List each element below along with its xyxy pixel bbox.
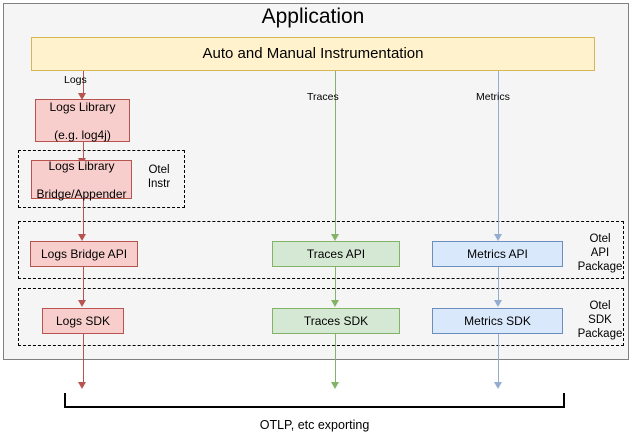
group-otel-sdk-label-line3: Package — [577, 328, 623, 340]
logs-library-line1: Logs Library — [49, 99, 116, 114]
group-otel-api-label-line2: API — [590, 247, 610, 259]
logs-bridge-api-box[interactable]: Logs Bridge API — [30, 241, 138, 267]
traces-api-box[interactable]: Traces API — [272, 241, 400, 267]
arrowhead-logs-export — [78, 382, 86, 389]
connector-logs-api-to-sdk — [82, 267, 84, 304]
group-otel-sdk-package-label: Otel SDK Package — [570, 299, 630, 341]
connector-traces-sdk-to-export — [335, 334, 337, 386]
metrics-sdk-label: Metrics SDK — [464, 314, 531, 328]
logs-sdk-box[interactable]: Logs SDK — [42, 308, 124, 334]
metrics-sdk-box[interactable]: Metrics SDK — [432, 308, 563, 334]
traces-sdk-box[interactable]: Traces SDK — [272, 308, 400, 334]
group-otel-api-package — [18, 221, 624, 279]
bracket-right-tick — [563, 393, 565, 408]
connector-instrumentation-to-traces-api — [335, 71, 337, 238]
page-title: Application — [261, 5, 365, 28]
group-otel-sdk-package — [18, 288, 624, 346]
group-otel-sdk-label-line2: SDK — [588, 314, 612, 326]
arrowhead-metrics-api — [493, 234, 502, 241]
traces-api-label: Traces API — [306, 247, 366, 261]
arrowhead-logs-sdk — [78, 300, 86, 307]
connector-instrumentation-to-metrics-api — [498, 71, 500, 238]
group-otel-instr — [18, 150, 185, 208]
metrics-api-label: Metrics API — [467, 247, 528, 261]
connector-instrumentation-to-logs-library — [82, 71, 84, 97]
auto-manual-instrumentation-label: Auto and Manual Instrumentation — [202, 45, 424, 62]
bracket-horizontal-line — [64, 406, 565, 408]
bottom-caption: OTLP, etc exporting — [259, 418, 370, 432]
arrowhead-logs-bridge-api — [78, 234, 86, 241]
logs-library-line2: (e.g. log4j) — [54, 127, 111, 142]
group-otel-api-label-line3: Package — [577, 261, 623, 273]
group-otel-api-package-label: Otel API Package — [570, 232, 630, 274]
connector-bridge-to-logs-bridge-api — [82, 199, 84, 238]
connector-logs-sdk-to-export — [82, 334, 84, 386]
connector-traces-api-to-sdk — [335, 267, 337, 304]
logs-bridge-api-label: Logs Bridge API — [40, 247, 128, 261]
arrowhead-traces-api — [330, 234, 339, 241]
connector-logs-library-to-bridge — [82, 142, 84, 163]
edge-label-logs: Logs — [64, 74, 87, 86]
logs-library-box[interactable]: Logs Library (e.g. log4j) — [35, 99, 130, 142]
group-otel-instr-label-line2: Instr — [147, 178, 171, 190]
group-otel-api-label-line1: Otel — [589, 233, 611, 245]
bracket-left-tick — [64, 393, 66, 408]
arrowhead-metrics-export — [493, 382, 502, 389]
logs-bridge-appender-line1: Logs Library — [48, 158, 115, 173]
connector-metrics-api-to-sdk — [498, 267, 500, 304]
logs-bridge-appender-line2: Bridge/Appender — [36, 186, 127, 201]
connector-metrics-sdk-to-export — [498, 334, 500, 386]
logs-sdk-label: Logs SDK — [55, 314, 111, 328]
arrowhead-logs-library — [78, 93, 86, 100]
group-otel-instr-label: Otel Instr — [137, 163, 181, 191]
arrowhead-traces-export — [330, 382, 339, 389]
arrowhead-traces-sdk — [330, 300, 339, 307]
group-otel-instr-label-line1: Otel — [148, 164, 170, 176]
metrics-api-box[interactable]: Metrics API — [432, 241, 563, 267]
arrowhead-metrics-sdk — [493, 300, 502, 307]
auto-manual-instrumentation-box[interactable]: Auto and Manual Instrumentation — [31, 37, 595, 71]
group-otel-sdk-label-line1: Otel — [589, 300, 611, 312]
traces-sdk-label: Traces SDK — [303, 314, 369, 328]
edge-label-metrics: Metrics — [476, 91, 510, 103]
edge-label-traces: Traces — [307, 91, 339, 103]
logs-library-bridge-appender-box[interactable]: Logs Library Bridge/Appender — [31, 158, 132, 201]
